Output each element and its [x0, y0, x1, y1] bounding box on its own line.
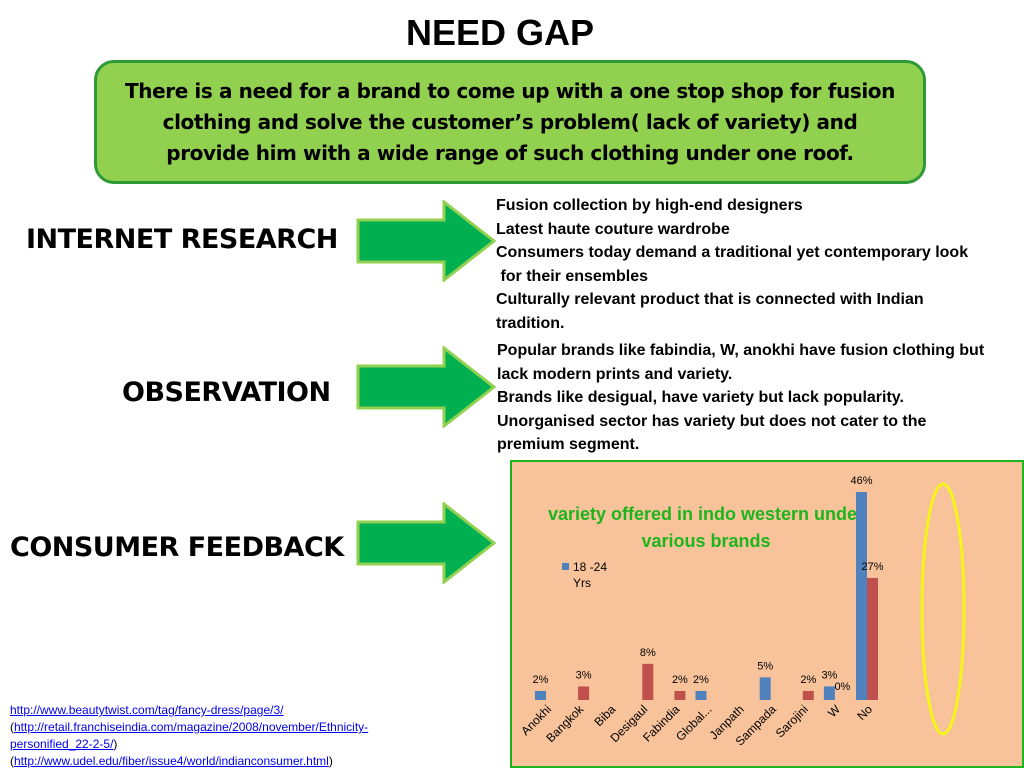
category-label: Global...: [673, 702, 715, 744]
highlight-ellipse: [920, 482, 966, 736]
bar-bangkok-series-2: [578, 686, 590, 700]
category-label: W: [825, 702, 843, 720]
need-statement-box: There is a need for a brand to come up w…: [94, 60, 926, 184]
chart-title-line: variety offered in indo western under: [548, 504, 864, 524]
internet-research-line: tradition.: [496, 314, 565, 332]
data-label: 27%: [861, 561, 883, 573]
internet-research-line: for their ensembles: [496, 267, 649, 285]
consumer-feedback-label: CONSUMER FEEDBACK: [10, 532, 344, 563]
data-label: 3%: [821, 669, 837, 681]
need-statement-text: There is a need for a brand to come up w…: [125, 78, 895, 165]
observation-line: Brands like desigual, have variety but l…: [497, 389, 904, 406]
data-label: 8%: [640, 647, 656, 659]
observation-line: premium segment.: [497, 436, 640, 453]
data-label: 0%: [834, 681, 850, 693]
data-label: 2%: [672, 674, 688, 686]
page-title: NEED GAP: [405, 12, 595, 53]
reference-link[interactable]: http://www.beautytwist.com/tag/fancy-dre…: [10, 703, 284, 717]
reference-link[interactable]: http://www.udel.edu/fiber/issue4/world/i…: [14, 754, 329, 768]
bar-fabindia-series-2: [674, 690, 686, 700]
bar-sampada-series-1: [759, 677, 771, 700]
data-label: 2%: [800, 674, 816, 686]
legend-label: 18 -24: [573, 560, 607, 574]
bar-sarojini-series-2: [802, 690, 814, 700]
observation-line: Popular brands like fabindia, W, anokhi …: [497, 342, 985, 359]
legend-swatch: [562, 563, 569, 570]
legend-label: Yrs: [573, 576, 591, 590]
data-label: 2%: [693, 674, 709, 686]
chart-panel: variety offered in indo western under va…: [510, 460, 1024, 768]
bar-w-series-1: [823, 686, 835, 700]
observation-arrow-icon: [356, 346, 497, 428]
internet-research-line: Culturally relevant product that is conn…: [496, 291, 924, 308]
data-label: 3%: [576, 669, 592, 681]
data-label: 2%: [533, 674, 549, 686]
bar-no-series-2: [867, 577, 878, 700]
reference-link[interactable]: http://retail.franchiseindia.com/magazin…: [14, 720, 369, 734]
brand-variety-chart: variety offered in indo western under va…: [518, 475, 966, 748]
internet-research-points: Fusion collection by high-end designers …: [496, 194, 968, 335]
observation-label: OBSERVATION: [122, 377, 331, 408]
reference-paren: ): [328, 754, 333, 768]
bar-anokhi-series-1: [535, 690, 546, 700]
internet-research-line: Latest haute couture wardrobe: [496, 220, 730, 238]
internet-research-label: INTERNET RESEARCH: [26, 224, 338, 255]
references: http://www.beautytwist.com/tag/fancy-dre…: [10, 702, 368, 770]
category-label: No: [854, 702, 875, 723]
reference-paren: (: [10, 720, 14, 734]
observation-line: Unorganised sector has variety but does …: [497, 412, 927, 430]
category-label: Biba: [591, 702, 618, 729]
consumer-feedback-arrow-icon: [356, 502, 497, 584]
internet-research-line: Fusion collection by high-end designers: [496, 197, 803, 214]
observation-line: lack modern prints and variety.: [497, 365, 733, 383]
reference-paren: ): [113, 737, 118, 751]
reference-link[interactable]: personified_22-2-5/: [10, 737, 114, 751]
reference-paren: (: [10, 754, 14, 768]
category-label: Sarojini: [773, 702, 811, 740]
observation-points: Popular brands like fabindia, W, anokhi …: [497, 339, 984, 457]
data-label: 46%: [850, 475, 872, 487]
internet-research-line: Consumers today demand a traditional yet…: [496, 244, 969, 261]
chart-title-line: various brands: [641, 531, 770, 551]
bar-desigaul-series-2: [642, 663, 654, 700]
internet-research-arrow-icon: [356, 200, 497, 282]
data-label: 5%: [757, 660, 773, 672]
bar-no-series-1: [856, 492, 867, 700]
bar-global-series-1: [695, 690, 707, 700]
